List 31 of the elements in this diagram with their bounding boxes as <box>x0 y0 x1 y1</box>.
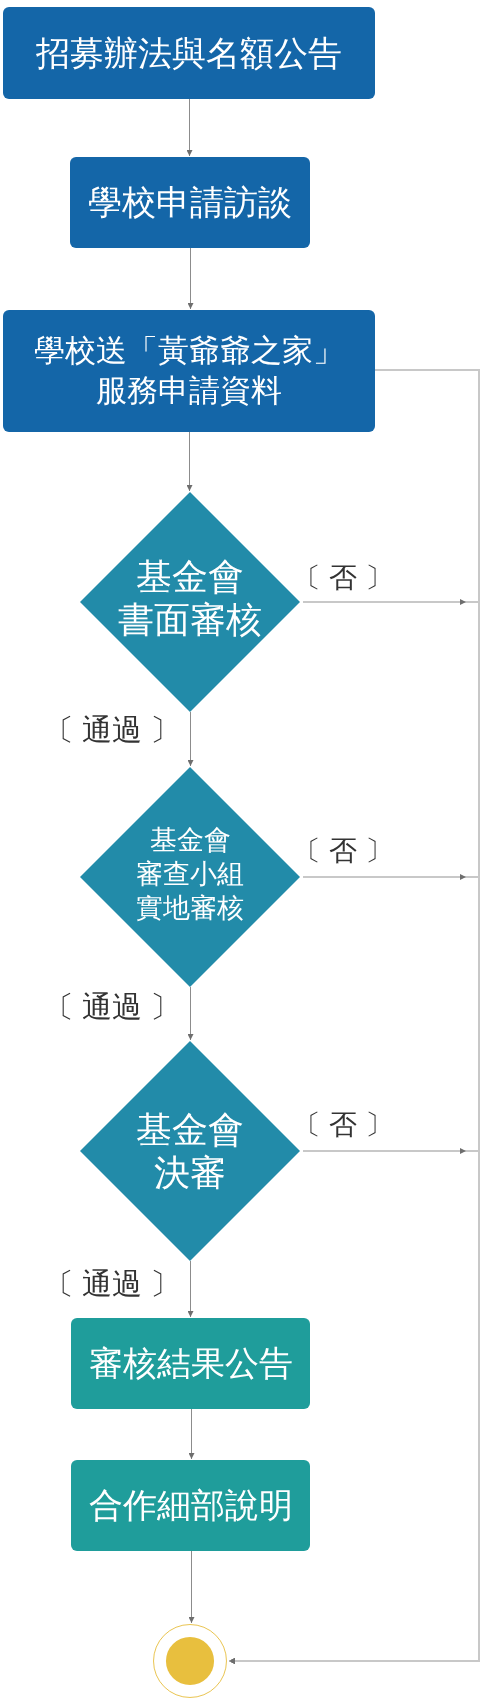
process-box: 合作細部說明 <box>71 1460 310 1551</box>
arrow <box>187 1260 194 1318</box>
process-box: 學校送「黃爺爺之家」服務申請資料 <box>3 310 375 432</box>
arrow <box>187 711 194 767</box>
decision-label: 基金會 <box>136 1107 244 1151</box>
arrow <box>186 98 193 157</box>
arrow <box>187 247 194 310</box>
decision-label: 審查小組 <box>136 858 244 892</box>
decision-label: 基金會 <box>135 554 245 598</box>
edge-label: 〔 否 〕 <box>293 834 393 868</box>
decision-diamond <box>80 492 300 712</box>
arrow <box>186 431 193 492</box>
decision-diamond <box>80 767 300 987</box>
arrow <box>188 1408 195 1460</box>
arrow <box>187 986 194 1041</box>
edge-label: 〔 否 〕 <box>293 1108 393 1142</box>
process-box: 學校申請訪談 <box>70 157 310 248</box>
process-box: 招募辦法與名額公告 <box>3 7 375 99</box>
arrow <box>188 1550 195 1624</box>
decision-label: 基金會 <box>148 824 232 858</box>
decision-diamond <box>80 1041 300 1261</box>
end-circle <box>153 1624 227 1698</box>
edge-label: 〔 通過 〕 <box>43 989 181 1025</box>
decision-label: 書面審核 <box>118 598 262 642</box>
edge-label: 〔 通過 〕 <box>43 1266 181 1302</box>
arrow <box>228 1148 480 1664</box>
decision-label: 決審 <box>153 1151 227 1195</box>
decision-label: 實地審核 <box>136 891 244 925</box>
edge-label: 〔 通過 〕 <box>43 712 181 748</box>
process-box: 審核結果公告 <box>71 1318 310 1409</box>
edge-label: 〔 否 〕 <box>293 561 393 595</box>
